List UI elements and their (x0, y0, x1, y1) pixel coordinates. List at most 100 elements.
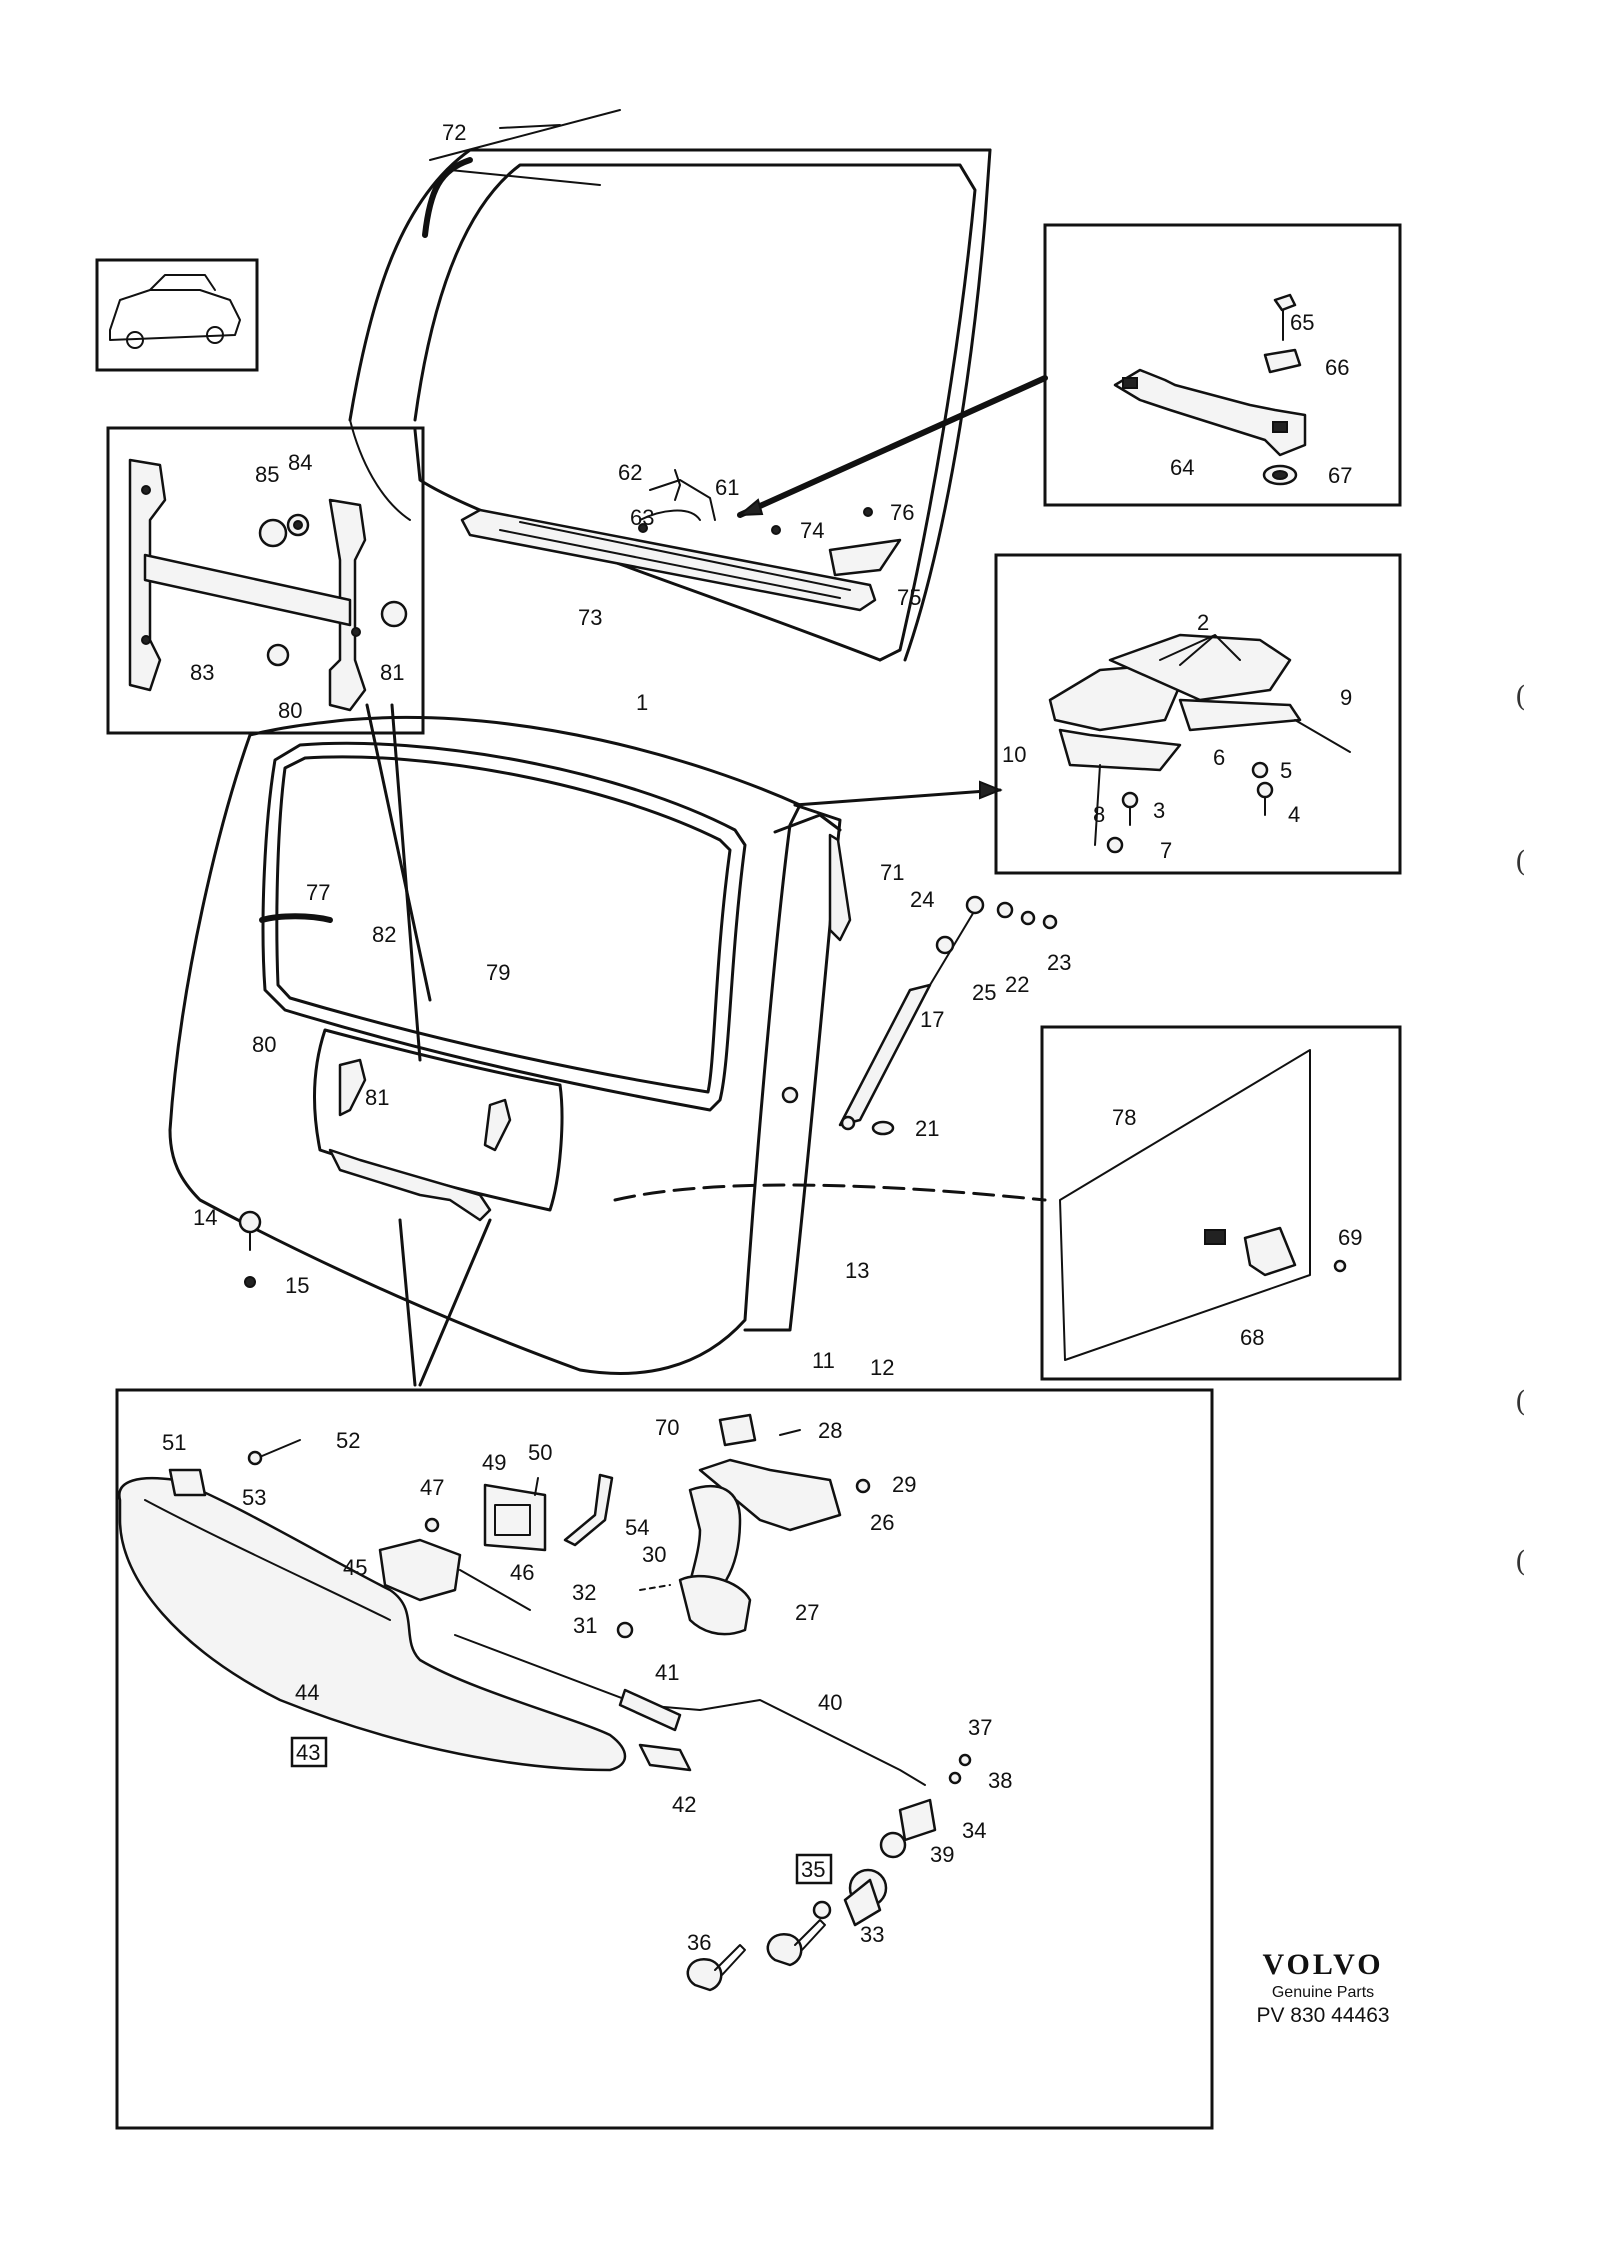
callout-80a: 80 (278, 698, 302, 723)
callout-83: 83 (190, 660, 214, 685)
callout-35: 35 (801, 1857, 825, 1882)
car-thumbnail (95, 258, 259, 372)
callout-22: 22 (1005, 972, 1029, 997)
callout-71: 71 (880, 860, 904, 885)
callout-52: 52 (336, 1428, 360, 1453)
callout-45: 45 (343, 1555, 367, 1580)
callout-3: 3 (1153, 798, 1165, 823)
pointer-line (390, 703, 422, 1062)
callout-21: 21 (915, 1116, 939, 1141)
rail-assembly (460, 469, 902, 612)
detail-box-83 (106, 426, 425, 735)
callout-66: 66 (1325, 355, 1349, 380)
callout-11: 11 (812, 1348, 835, 1373)
callout-72: 72 (442, 120, 466, 145)
callout-81a: 81 (380, 660, 404, 685)
callout-70: 70 (655, 1415, 679, 1440)
callout-26: 26 (870, 1510, 894, 1535)
detail-box-2 (994, 553, 1402, 875)
callout-64: 64 (1170, 455, 1194, 480)
margin-mark: ( (1515, 1385, 1526, 1418)
margin-mark: ( (1515, 845, 1526, 878)
callout-63: 63 (630, 505, 654, 530)
callout-14: 14 (193, 1205, 217, 1230)
boxed-label-43 (290, 1736, 328, 1768)
callout-53: 53 (242, 1485, 266, 1510)
pointer-line (365, 703, 432, 1002)
callout-29: 29 (892, 1472, 916, 1497)
callout-75: 75 (897, 585, 921, 610)
pointer-line (737, 375, 1048, 518)
callout-9: 9 (1340, 685, 1352, 710)
callout-31: 31 (573, 1613, 597, 1638)
callout-37: 37 (968, 1715, 992, 1740)
callout-15: 15 (285, 1273, 309, 1298)
callout-4: 4 (1288, 802, 1300, 827)
callout-41: 41 (655, 1660, 679, 1685)
callout-38: 38 (988, 1768, 1012, 1793)
callout-28: 28 (818, 1418, 842, 1443)
callout-43: 43 (296, 1740, 320, 1765)
callout-8: 8 (1093, 802, 1105, 827)
callout-33: 33 (860, 1922, 884, 1947)
callout-13: 13 (845, 1258, 869, 1283)
boxed-label-35 (795, 1853, 833, 1885)
callout-40: 40 (818, 1690, 842, 1715)
callout-34: 34 (962, 1818, 986, 1843)
callout-46: 46 (510, 1560, 534, 1585)
callout-12: 12 (870, 1355, 894, 1380)
callout-6: 6 (1213, 745, 1225, 770)
callout-23: 23 (1047, 950, 1071, 975)
callout-81b: 81 (365, 1085, 389, 1110)
callout-84: 84 (288, 450, 312, 475)
callout-51: 51 (162, 1430, 186, 1455)
callout-47: 47 (420, 1475, 444, 1500)
callout-50: 50 (528, 1440, 552, 1465)
callout-85: 85 (255, 462, 279, 487)
callout-1: 1 (636, 690, 648, 715)
callout-77: 77 (306, 880, 330, 905)
callout-69: 69 (1338, 1225, 1362, 1250)
callout-67: 67 (1328, 463, 1352, 488)
detail-box-lock (115, 1388, 1214, 2130)
callout-73: 73 (578, 605, 602, 630)
callout-74: 74 (800, 518, 824, 543)
callout-42: 42 (672, 1792, 696, 1817)
volvo-logo: VOLVO (1262, 1948, 1384, 1981)
callout-32: 32 (572, 1580, 596, 1605)
callout-7: 7 (1160, 838, 1172, 863)
callout-25: 25 (972, 980, 996, 1005)
callout-79: 79 (486, 960, 510, 985)
callout-78: 78 (1112, 1105, 1136, 1130)
brand-subtitle: Genuine Parts (1271, 1984, 1375, 2001)
brand-block: VOLVO Genuine Parts PV 830 44463 (1248, 1948, 1398, 2028)
callout-36: 36 (687, 1930, 711, 1955)
part-number: PV 830 44463 (1256, 2004, 1390, 2027)
callout-68: 68 (1240, 1325, 1264, 1350)
margin-mark: ( (1515, 1545, 1526, 1578)
callout-76: 76 (890, 500, 914, 525)
margin-mark: ( (1515, 680, 1526, 713)
pointer-line (398, 1218, 417, 1387)
body-opening-drawing (348, 109, 992, 662)
tailgate-drawing (168, 716, 1047, 1375)
callout-65: 65 (1290, 310, 1314, 335)
detail-box-64 (1043, 223, 1402, 507)
callout-30: 30 (642, 1542, 666, 1567)
callout-24: 24 (910, 887, 934, 912)
callout-2: 2 (1197, 610, 1209, 635)
callout-10: 10 (1002, 742, 1026, 767)
callout-39: 39 (930, 1842, 954, 1867)
callout-80b: 80 (252, 1032, 276, 1057)
callout-27: 27 (795, 1600, 819, 1625)
callout-82: 82 (372, 922, 396, 947)
callout-5: 5 (1280, 758, 1292, 783)
callout-62: 62 (618, 460, 642, 485)
callout-61: 61 (715, 475, 739, 500)
gas-strut (781, 895, 1058, 1136)
pointer-line (418, 1218, 492, 1387)
callout-49: 49 (482, 1450, 506, 1475)
detail-box-78 (1040, 1025, 1402, 1381)
callout-44: 44 (295, 1680, 319, 1705)
